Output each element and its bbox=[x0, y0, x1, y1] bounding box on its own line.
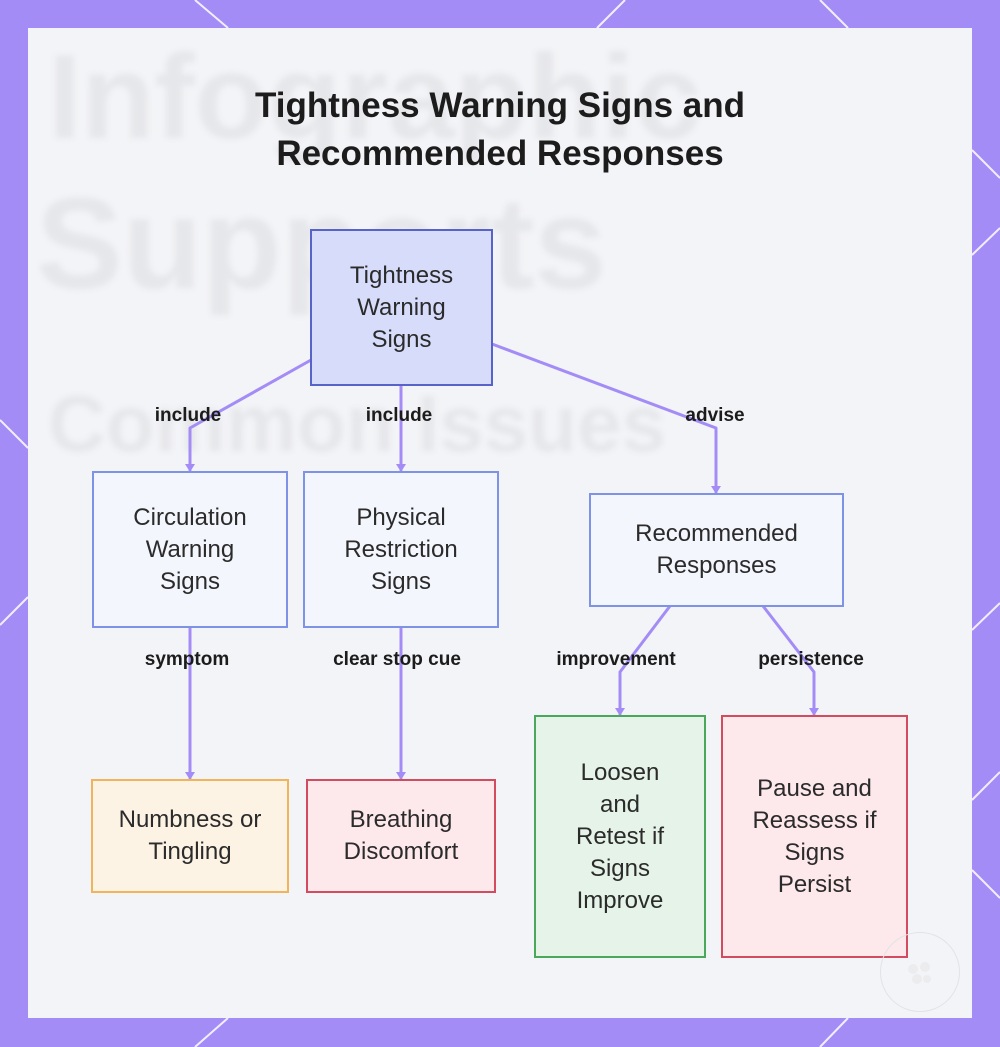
node-pause-and-reassess[interactable]: Pause and Reassess if Signs Persist bbox=[721, 715, 908, 958]
edge-label-root-physical: include bbox=[365, 405, 433, 426]
watermark-icon bbox=[908, 962, 931, 984]
arrowhead bbox=[711, 486, 721, 494]
node-label: Breathing Discomfort bbox=[343, 806, 459, 865]
arrowhead bbox=[615, 708, 625, 716]
arrowhead bbox=[396, 772, 406, 780]
node-tightness-warning-signs[interactable]: Tightness Warning Signs bbox=[310, 229, 493, 386]
edge-label-root-responses: advise bbox=[685, 405, 745, 426]
edge-label-circulation-numbness: symptom bbox=[144, 649, 230, 670]
arrowhead bbox=[396, 464, 406, 472]
background-ghost-text: Common Issues bbox=[48, 379, 666, 468]
arrowhead bbox=[809, 708, 819, 716]
node-recommended-responses[interactable]: Recommended Responses bbox=[589, 493, 844, 607]
node-loosen-and-retest[interactable]: Loosen and Retest if Signs Improve bbox=[534, 715, 706, 958]
node-circulation-warning-signs[interactable]: Circulation Warning Signs bbox=[92, 471, 288, 628]
title-line-2: Recommended Responses bbox=[276, 134, 724, 173]
node-physical-restriction-signs[interactable]: Physical Restriction Signs bbox=[303, 471, 499, 628]
watermark-logo bbox=[880, 932, 960, 1012]
edge-responses-pause bbox=[761, 604, 816, 716]
title-line-1: Tightness Warning Signs and bbox=[254, 86, 746, 125]
arrowhead bbox=[185, 772, 195, 780]
diagram-title: Tightness Warning Signs and Recommended … bbox=[0, 82, 1000, 178]
background-ghost-text: Infographic bbox=[48, 30, 702, 164]
node-label: Pause and Reassess if Signs Persist bbox=[752, 774, 877, 898]
node-label: Physical Restriction Signs bbox=[344, 503, 458, 595]
node-label: Recommended Responses bbox=[635, 520, 798, 579]
node-numbness-or-tingling[interactable]: Numbness or Tingling bbox=[91, 779, 289, 893]
edge-label-root-circulation: include bbox=[154, 405, 222, 426]
edge-root-circulation bbox=[188, 358, 313, 472]
edge-root-responses bbox=[490, 342, 718, 494]
edge-label-responses-loosen: improvement bbox=[556, 649, 676, 670]
edge-responses-loosen bbox=[618, 604, 672, 716]
edge-label-physical-breathing: clear stop cue bbox=[333, 649, 461, 670]
edge-label-responses-pause: persistence bbox=[758, 649, 864, 670]
node-label: Loosen and Retest if Signs Improve bbox=[575, 758, 665, 914]
arrowhead bbox=[185, 464, 195, 472]
node-label: Numbness or Tingling bbox=[118, 806, 262, 865]
node-label: Tightness Warning Signs bbox=[349, 261, 454, 353]
node-breathing-discomfort[interactable]: Breathing Discomfort bbox=[306, 779, 496, 893]
node-label: Circulation Warning Signs bbox=[133, 503, 247, 595]
